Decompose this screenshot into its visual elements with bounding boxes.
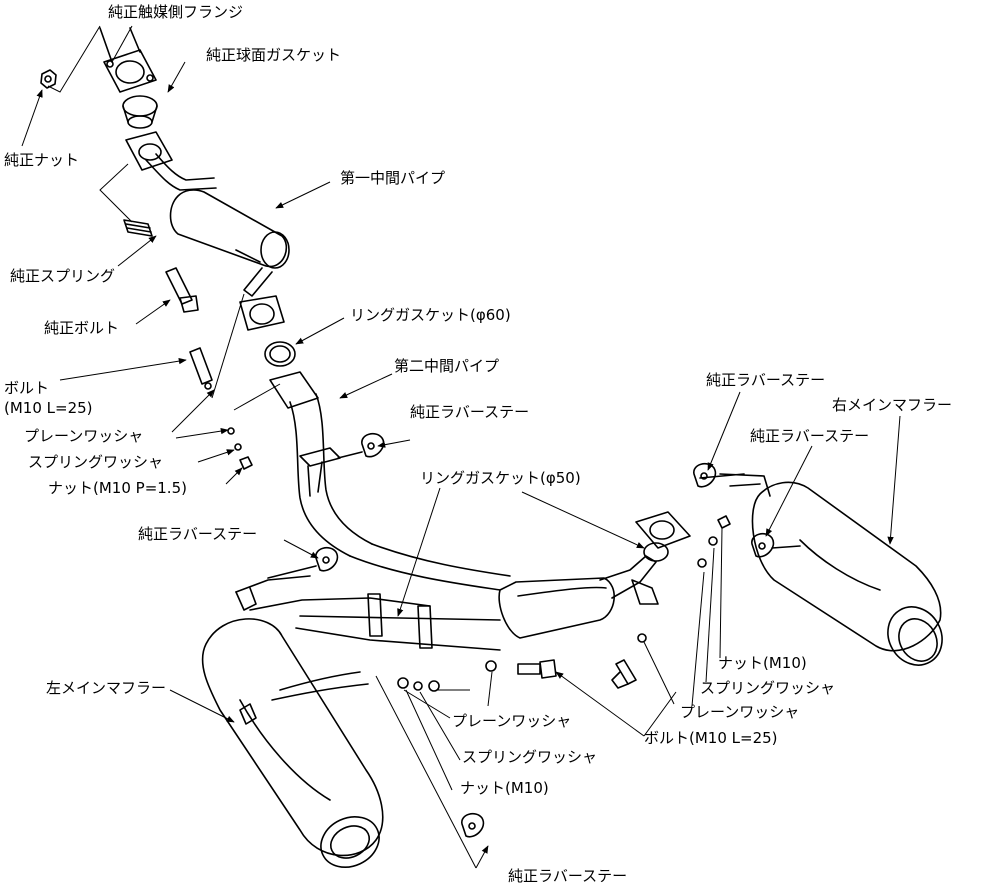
label-left-main-muffler: 左メインマフラー xyxy=(46,679,167,697)
label-oem-rubber-stay-bottom: 純正ラバーステー xyxy=(508,867,628,885)
plain-washer-bolt-part xyxy=(637,633,647,643)
second-middle-pipe xyxy=(269,371,659,639)
spring-washer-bottom-part xyxy=(413,681,423,691)
label-oem-rubber-stay-center: 純正ラバーステー xyxy=(410,403,530,421)
label-spring-washer-left: スプリングワッシャ xyxy=(28,453,164,471)
label-second-middle-pipe: 第二中間パイプ xyxy=(394,357,500,375)
oem-rubber-stay-center-part xyxy=(337,432,385,459)
ring-gasket-60-part xyxy=(264,341,296,367)
oem-spherical-gasket xyxy=(122,95,158,129)
left-pipe-brackets xyxy=(295,593,501,651)
label-ring-gasket-60: リングガスケット(φ60) xyxy=(350,306,511,324)
first-middle-pipe xyxy=(125,131,290,331)
label-bolt-bottom: ボルト(M10 L=25) xyxy=(644,729,778,747)
oem-rubber-stay-right-top-part xyxy=(693,462,717,488)
label-oem-rubber-stay-left: 純正ラバーステー xyxy=(138,525,258,543)
label-oem-spherical-gasket: 純正球面ガスケット xyxy=(206,46,342,64)
label-right-main-muffler: 右メインマフラー xyxy=(832,396,953,414)
plain-washer-right-part xyxy=(697,558,707,568)
leader-lines xyxy=(21,25,901,869)
nut-left-part xyxy=(239,456,253,470)
right-main-muffler xyxy=(699,473,943,666)
label-ring-gasket-50: リングガスケット(φ50) xyxy=(420,469,581,487)
label-oem-spring: 純正スプリング xyxy=(10,267,116,285)
label-plain-washer-right: プレーンワッシャ xyxy=(680,703,800,721)
plain-washer-bottom-part xyxy=(428,680,440,692)
oem-catalyst-flange xyxy=(99,27,157,93)
oem-bolt-part xyxy=(165,267,199,313)
oem-nut-part xyxy=(40,69,57,89)
label-spring-washer-right: スプリングワッシャ xyxy=(700,679,836,697)
bolt-right-part xyxy=(611,659,637,689)
bolt-m10-left-part xyxy=(189,347,213,390)
spring-washer-right-part xyxy=(708,536,718,546)
left-main-muffler xyxy=(201,575,431,868)
oem-rubber-stay-left-part xyxy=(267,546,339,579)
plain-washer-left-part xyxy=(227,427,235,435)
label-oem-rubber-stay-right: 純正ラバーステー xyxy=(750,427,870,445)
label-bolt-left-2: (M10 L=25) xyxy=(4,399,93,417)
bolt-bottom-part xyxy=(517,659,557,679)
nut-bottom-part xyxy=(397,677,409,689)
ring-gasket-50-part xyxy=(635,511,691,562)
spring-washer-left-part xyxy=(234,443,242,451)
label-nut-right: ナット(M10) xyxy=(718,654,807,672)
nut-right-part xyxy=(717,515,731,529)
oem-rubber-stay-right-part xyxy=(751,532,801,558)
label-first-middle-pipe: 第一中間パイプ xyxy=(340,169,446,187)
label-oem-nut: 純正ナット xyxy=(4,151,80,169)
label-plain-washer-bottom: プレーンワッシャ xyxy=(452,712,572,730)
oem-spring-part xyxy=(123,219,153,237)
label-plain-washer-left: プレーンワッシャ xyxy=(24,427,144,445)
label-oem-catalyst-flange: 純正触媒側フランジ xyxy=(108,3,244,21)
label-oem-rubber-stay-right-top: 純正ラバーステー xyxy=(706,371,826,389)
plain-washer-mid-part xyxy=(485,660,497,672)
label-oem-bolt: 純正ボルト xyxy=(44,319,120,337)
label-bolt-left-1: ボルト xyxy=(4,379,50,397)
oem-rubber-stay-bottom-part xyxy=(461,812,485,838)
label-nut-bottom: ナット(M10) xyxy=(460,779,549,797)
label-nut-left: ナット(M10 P=1.5) xyxy=(48,479,187,497)
label-spring-washer-bottom: スプリングワッシャ xyxy=(462,748,598,766)
